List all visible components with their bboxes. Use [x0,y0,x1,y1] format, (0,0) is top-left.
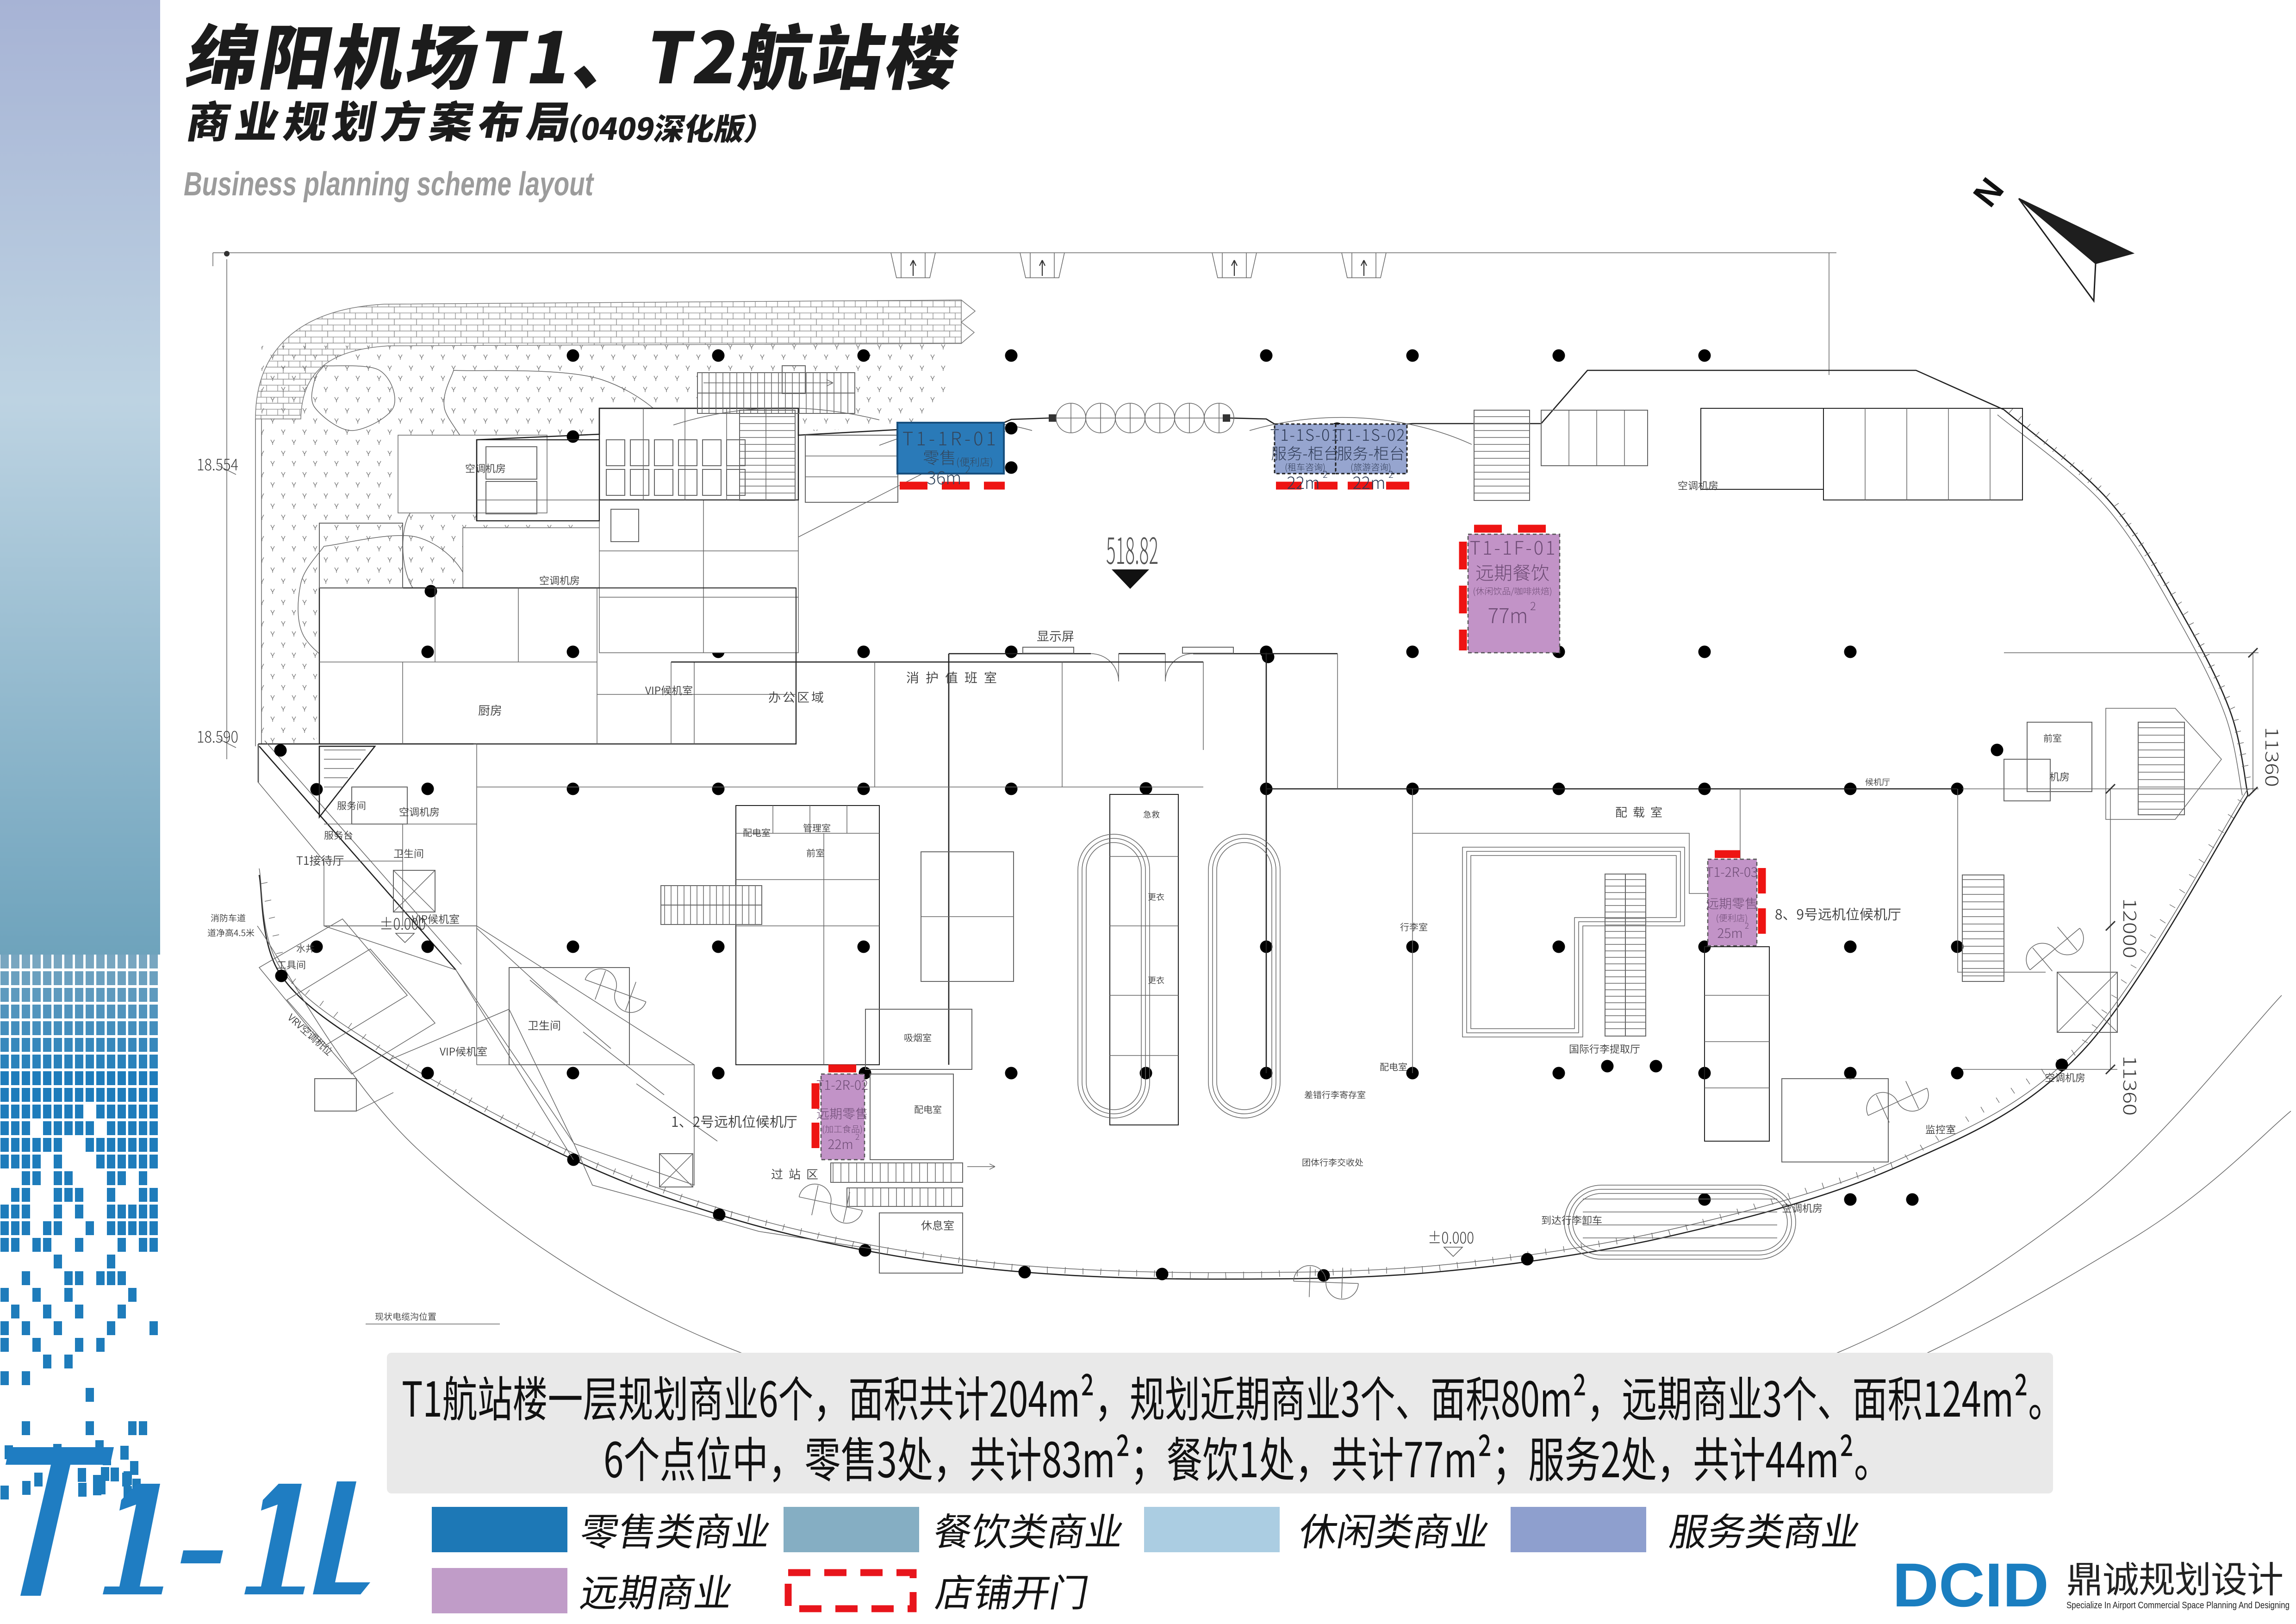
svg-text:Business planning scheme layou: Business planning scheme layout [184,166,594,203]
svg-text:Specialize In Airport Commerci: Specialize In Airport Commercial Space P… [2066,1600,2290,1611]
